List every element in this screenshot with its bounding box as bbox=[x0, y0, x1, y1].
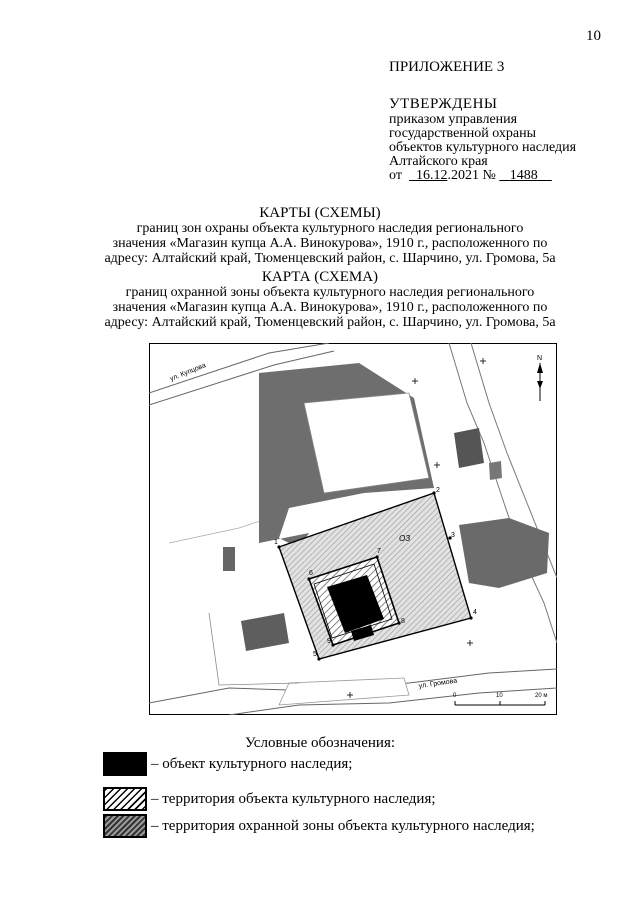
scale-bar: 0 10 20 м bbox=[453, 693, 547, 706]
zone-label: ОЗ bbox=[399, 534, 410, 543]
point-label: 8 bbox=[401, 618, 405, 625]
legend-swatch-territory bbox=[103, 787, 147, 811]
legend-swatch-object bbox=[103, 752, 147, 776]
approval-year: .2021 bbox=[447, 168, 479, 183]
north-label: N bbox=[537, 355, 542, 362]
point-label: 1 bbox=[274, 539, 278, 546]
date-prefix: от bbox=[389, 168, 402, 183]
point-label: 7 bbox=[377, 548, 381, 555]
legend-text: – территория охранной зоны объекта культ… bbox=[151, 817, 535, 834]
point-label: 3 bbox=[451, 532, 455, 539]
title-maps: КАРТЫ (СХЕМЫ) bbox=[259, 205, 381, 221]
legend-item-object: – объект культурного наследия; bbox=[103, 750, 352, 778]
subtitle-line: значения «Магазин купца А.А. Винокурова»… bbox=[112, 236, 548, 251]
legend-item-zone: – территория охранной зоны объекта культ… bbox=[103, 812, 535, 840]
subtitle-line: значения «Магазин купца А.А. Винокурова»… bbox=[112, 300, 548, 315]
point-label: 4 bbox=[473, 609, 477, 616]
subtitle-line: границ зон охраны объекта культурного на… bbox=[136, 221, 524, 236]
legend-text: – объект культурного наследия; bbox=[151, 755, 353, 772]
approval-date: 16.12 bbox=[415, 168, 448, 183]
site-map: 1 2 3 4 5 6 7 8 9 ОЗ ул. Купцова ул. Гро… bbox=[149, 343, 557, 715]
point-label: 2 bbox=[436, 487, 440, 494]
point-label: 9 bbox=[327, 638, 331, 645]
page-number: 10 bbox=[586, 28, 601, 44]
approval-date-line: от 16.12.2021 № 1488 bbox=[389, 169, 552, 183]
approval-number: 1488 bbox=[509, 168, 538, 183]
legend-text: – территория объекта культурного наследи… bbox=[151, 790, 436, 807]
north-arrow: N bbox=[537, 355, 543, 401]
point-label: 5 bbox=[313, 651, 317, 658]
title-map: КАРТА (СХЕМА) bbox=[261, 269, 379, 285]
appendix-label: ПРИЛОЖЕНИЕ 3 bbox=[389, 59, 505, 75]
scale-label: 10 bbox=[496, 693, 503, 699]
legend-title: Условные обозначения: bbox=[244, 735, 396, 751]
approval-line: Алтайского края bbox=[389, 154, 488, 169]
subtitle-line: адресу: Алтайский край, Тюменцевский рай… bbox=[104, 315, 556, 330]
approval-line: объектов культурного наследия bbox=[389, 140, 577, 155]
scale-label: 0 bbox=[453, 693, 457, 699]
subtitle-line: адресу: Алтайский край, Тюменцевский рай… bbox=[104, 251, 556, 266]
number-sign: № bbox=[482, 168, 496, 183]
point-label: 6 bbox=[309, 570, 313, 577]
scale-label: 20 м bbox=[535, 693, 547, 699]
subtitle-line: границ охранной зоны объекта культурного… bbox=[125, 285, 535, 300]
legend-swatch-zone bbox=[103, 814, 147, 838]
heritage-object bbox=[327, 575, 384, 633]
approval-heading: УТВЕРЖДЕНЫ bbox=[389, 96, 498, 112]
legend-item-territory: – территория объекта культурного наследи… bbox=[103, 785, 436, 813]
approval-line: приказом управления bbox=[389, 112, 518, 127]
approval-line: государственной охраны bbox=[389, 126, 537, 141]
